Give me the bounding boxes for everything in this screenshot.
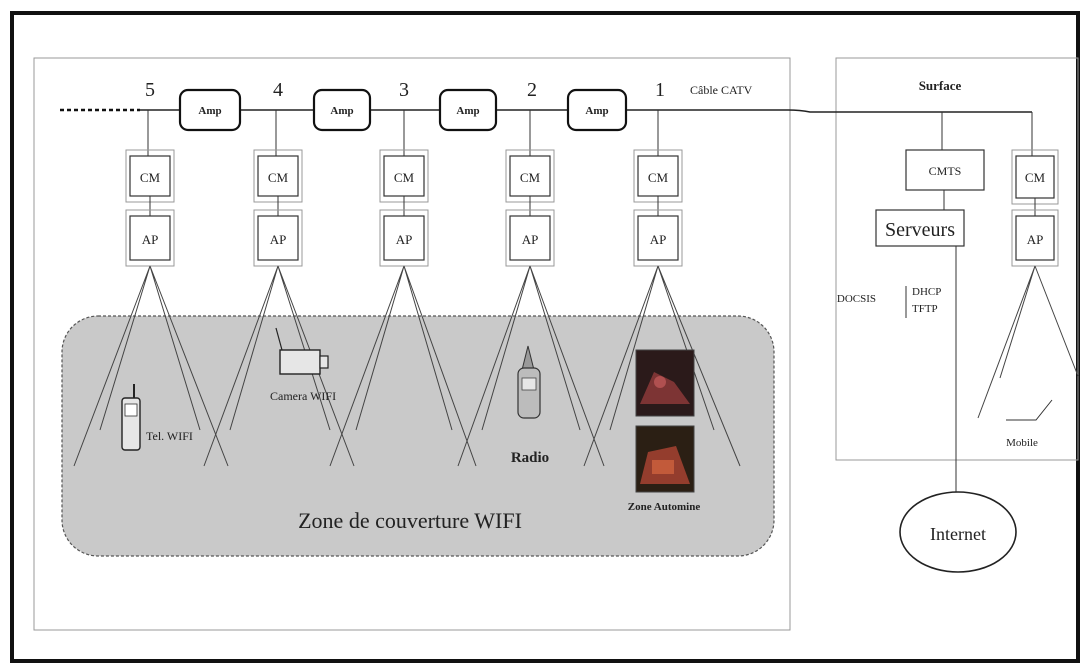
amp-label: Amp	[198, 105, 221, 117]
surface-box	[835, 57, 1079, 461]
amp-label: Amp	[585, 105, 608, 117]
mobile-icon	[1006, 399, 1053, 421]
radio-device: Radio	[511, 345, 549, 466]
surface-cm-label: CM	[1025, 170, 1046, 185]
coverage-zone-label: Zone de couverture WIFI	[298, 508, 522, 533]
mine-area-box	[33, 57, 791, 631]
servers-box	[875, 209, 965, 247]
wifi-phone: Tel. WIFI	[121, 384, 193, 451]
catv-cable	[140, 109, 942, 113]
cmts-box	[905, 149, 985, 191]
ap-label: AP	[396, 232, 413, 247]
node-number: 1	[655, 79, 665, 101]
amp-2: Amp	[312, 88, 372, 132]
internet-label: Internet	[930, 524, 986, 544]
amplifiers: Amp Amp Amp Amp	[178, 88, 628, 132]
automine-zone: Zone Automine	[628, 349, 701, 513]
docsis-label: DOCSIS	[837, 293, 876, 305]
node-number: 2	[527, 79, 537, 101]
node-number: 5	[145, 79, 155, 101]
camera-label: Camera WIFI	[270, 389, 336, 403]
node-5: 5 CM AP	[73, 79, 229, 467]
node-number: 4	[273, 79, 283, 101]
servers-label: Serveurs	[885, 219, 955, 241]
amp-label: Amp	[330, 105, 353, 117]
surface-equipment: CMTS Serveurs DOCSIS DHCP TFTP CM AP Mob…	[837, 112, 1079, 492]
wifi-coverage-zone	[61, 315, 775, 557]
camera-icon	[279, 349, 321, 375]
phone-label: Tel. WIFI	[146, 429, 193, 443]
cm-label: CM	[520, 170, 541, 185]
ap-label: AP	[650, 232, 667, 247]
dhcp-label: DHCP	[912, 286, 941, 298]
cm-label: CM	[268, 170, 289, 185]
node-1: 1 CM AP	[583, 79, 741, 467]
radio-label: Radio	[511, 450, 549, 466]
cm-label: CM	[394, 170, 415, 185]
automine-label: Zone Automine	[628, 501, 701, 513]
mobile-label: Mobile	[1006, 437, 1038, 449]
amp-1: Amp	[178, 88, 242, 132]
internet-cloud	[899, 491, 1017, 573]
cmts-label: CMTS	[929, 164, 962, 178]
amp-label: Amp	[456, 105, 479, 117]
amp-4: Amp	[566, 88, 628, 132]
ap-label: AP	[522, 232, 539, 247]
ap-label: AP	[270, 232, 287, 247]
ap-label: AP	[142, 232, 159, 247]
radio-icon	[517, 367, 541, 419]
node-3: 3 CM AP	[329, 79, 477, 467]
wifi-camera: Camera WIFI	[270, 327, 336, 403]
cm-label: CM	[648, 170, 669, 185]
node-number: 3	[399, 79, 409, 101]
surface-title: Surface	[919, 78, 962, 93]
cm-label: CM	[140, 170, 161, 185]
surface-ap-label: AP	[1027, 232, 1044, 247]
tftp-label: TFTP	[912, 303, 938, 315]
amp-3: Amp	[438, 88, 498, 132]
node-2: 2 CM AP	[457, 79, 605, 467]
cable-label: Câble CATV	[690, 83, 753, 97]
node-4: 4 CM AP	[203, 79, 355, 467]
